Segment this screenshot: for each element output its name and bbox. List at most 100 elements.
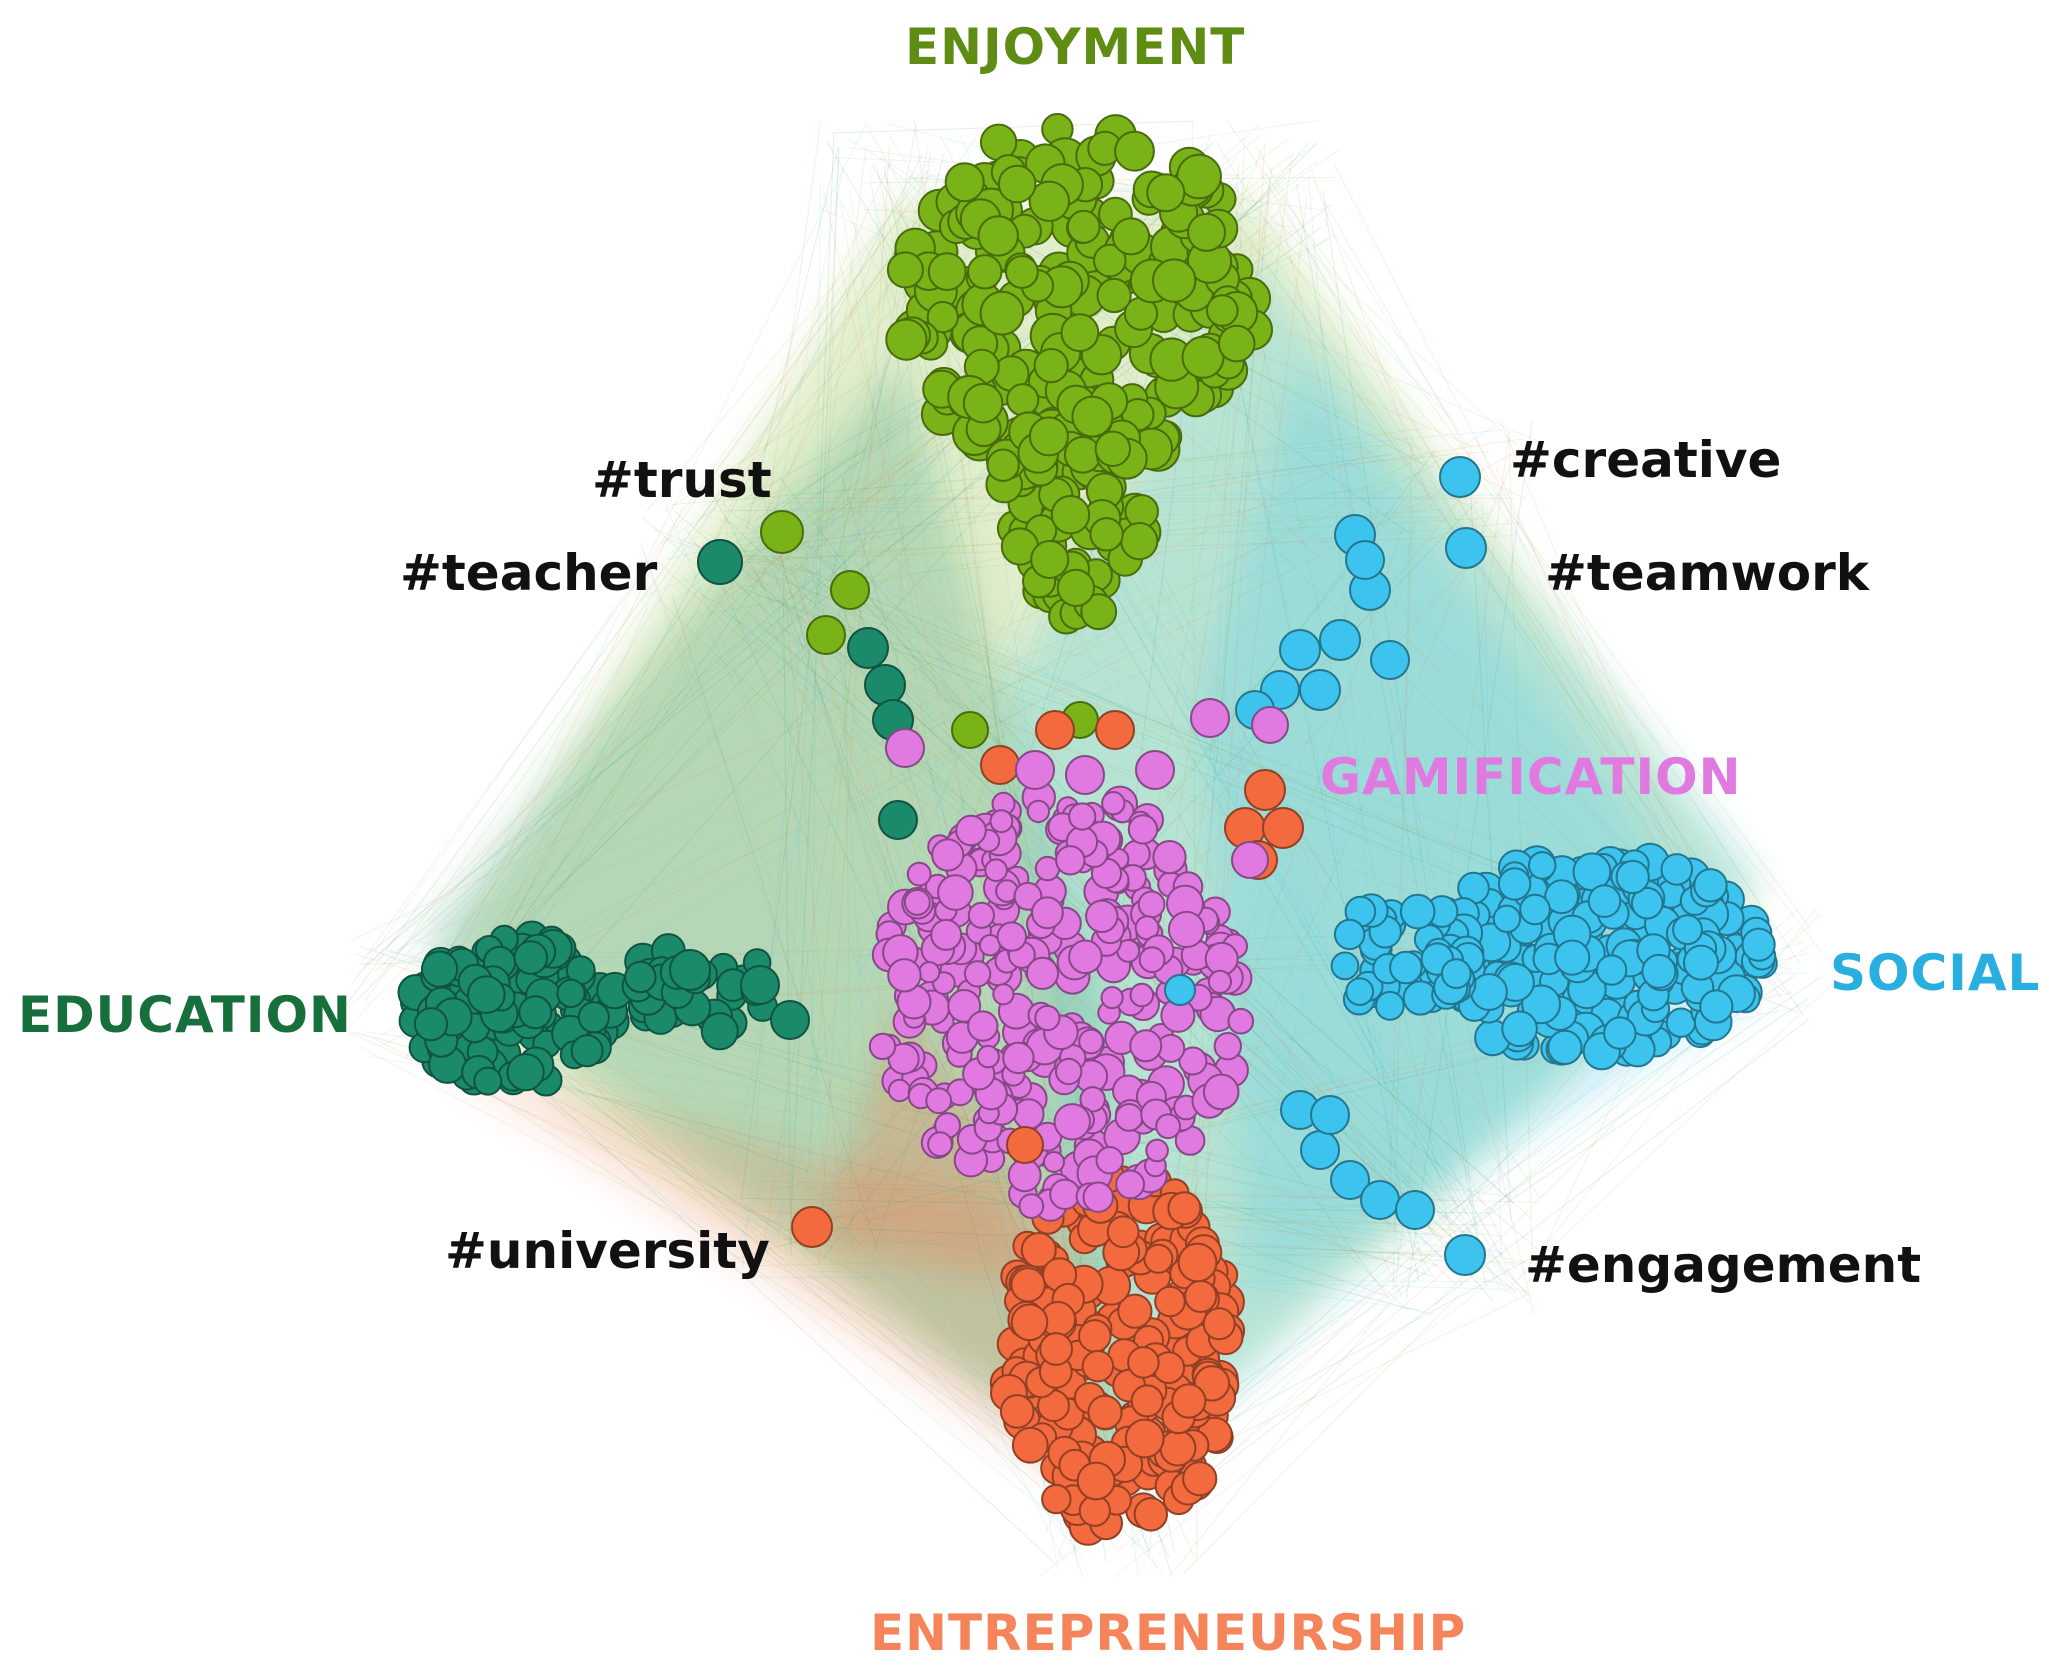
node-social — [1299, 669, 1341, 711]
network-edge — [792, 438, 1524, 551]
node-entrepreneurship — [791, 1206, 833, 1248]
network-edge — [349, 157, 932, 988]
node-social — [1595, 954, 1628, 986]
node-enjoyment — [977, 215, 1019, 257]
network-edge — [475, 998, 1058, 1480]
network-edge — [1311, 170, 1433, 510]
node-gamification — [984, 858, 1008, 883]
node-enjoyment — [1111, 217, 1151, 256]
node-entrepreneurship — [1167, 1191, 1202, 1226]
network-edge — [782, 584, 792, 1256]
node-education — [624, 960, 657, 994]
node-gamification — [1202, 1073, 1240, 1111]
node-enjoyment — [927, 252, 967, 292]
node-gamification — [1137, 890, 1166, 919]
node-gamification — [947, 989, 982, 1023]
node-gamification — [1055, 845, 1086, 876]
network-edge — [642, 551, 888, 1178]
node-social — [1587, 884, 1622, 918]
network-edge — [344, 186, 942, 1007]
node-social — [1554, 939, 1591, 976]
node-entrepreneurship — [1010, 1303, 1049, 1342]
network-edge — [431, 586, 725, 977]
node-entrepreneurship — [1182, 1461, 1218, 1497]
hashtag-label-creative: #creative — [1510, 431, 1782, 489]
network-edge — [481, 606, 649, 975]
node-gamification — [1055, 1057, 1083, 1086]
network-edge — [1296, 184, 1480, 1249]
node-gamification — [1167, 910, 1206, 949]
node-entrepreneurship — [1039, 1332, 1073, 1366]
node-enjoyment — [1120, 522, 1159, 561]
node-gamification — [1100, 986, 1124, 1010]
network-edge — [801, 578, 859, 1241]
node-gamification — [1053, 1103, 1092, 1141]
network-edge — [777, 533, 816, 1246]
node-gamification — [1152, 840, 1187, 875]
node-education — [770, 1000, 810, 1040]
network-edge — [1256, 146, 1690, 906]
node-social — [1660, 853, 1694, 886]
node-gamification — [903, 888, 931, 916]
node-gamification — [1068, 939, 1103, 975]
node-entrepreneurship — [1081, 1350, 1115, 1383]
network-edge — [818, 145, 891, 1266]
network-edge — [1333, 163, 1761, 990]
node-enjoyment — [1217, 324, 1256, 363]
node-enjoyment — [1206, 294, 1239, 327]
node-social — [1375, 990, 1405, 1021]
node-social — [1164, 974, 1196, 1006]
node-enjoyment — [1071, 395, 1114, 438]
node-gamification — [1065, 755, 1105, 795]
network-edge — [408, 1051, 1399, 1208]
node-gamification — [918, 961, 941, 984]
node-social — [1630, 886, 1664, 920]
network-edge — [1426, 974, 1796, 1228]
node-education — [864, 664, 906, 706]
node-education — [700, 1012, 739, 1051]
node-entrepreneurship — [1262, 807, 1304, 849]
node-social — [1319, 619, 1361, 661]
node-entrepreneurship — [1041, 1483, 1072, 1515]
network-edge — [1322, 189, 1486, 1284]
network-edge — [1308, 176, 1400, 1265]
node-social — [1693, 868, 1728, 903]
node-education — [740, 965, 780, 1005]
network-edge — [419, 510, 1494, 1006]
node-social — [1547, 1029, 1583, 1066]
node-enjoyment — [885, 318, 928, 361]
node-social — [1501, 1010, 1538, 1048]
network-edge — [672, 595, 878, 1251]
node-entrepreneurship — [1010, 1267, 1046, 1303]
node-gamification — [992, 983, 1015, 1006]
cluster-label-gamification: GAMIFICATION — [1320, 748, 1742, 806]
cluster-label-entrepreneurship: ENTREPRENEURSHIP — [870, 1604, 1467, 1662]
node-gamification — [885, 728, 925, 768]
network-edge — [1405, 421, 1533, 1299]
node-education — [413, 1007, 449, 1042]
node-enjoyment — [760, 510, 804, 554]
node-enjoyment — [944, 162, 985, 203]
node-gamification — [1068, 802, 1097, 831]
network-edge — [1226, 120, 1812, 931]
network-edge — [742, 545, 809, 1268]
node-gamification — [1007, 1158, 1042, 1193]
node-education — [697, 539, 743, 585]
node-gamification — [927, 1131, 953, 1158]
network-edge — [1278, 206, 1535, 1315]
node-enjoyment — [1028, 416, 1069, 457]
node-entrepreneurship — [1159, 1429, 1197, 1467]
node-social — [1360, 1180, 1400, 1220]
node-enjoyment — [997, 164, 1037, 204]
network-edge — [809, 181, 821, 1214]
network-edge — [709, 488, 776, 610]
node-entrepreneurship — [1011, 1426, 1049, 1464]
network-edge — [740, 577, 820, 1200]
node-enjoyment — [1089, 517, 1124, 552]
node-gamification — [1095, 1146, 1124, 1175]
network-edge — [1489, 493, 1802, 966]
network-edge — [660, 497, 731, 545]
network-edge — [779, 534, 843, 1220]
network-edge — [767, 120, 822, 510]
network-edge — [369, 1055, 1527, 1263]
